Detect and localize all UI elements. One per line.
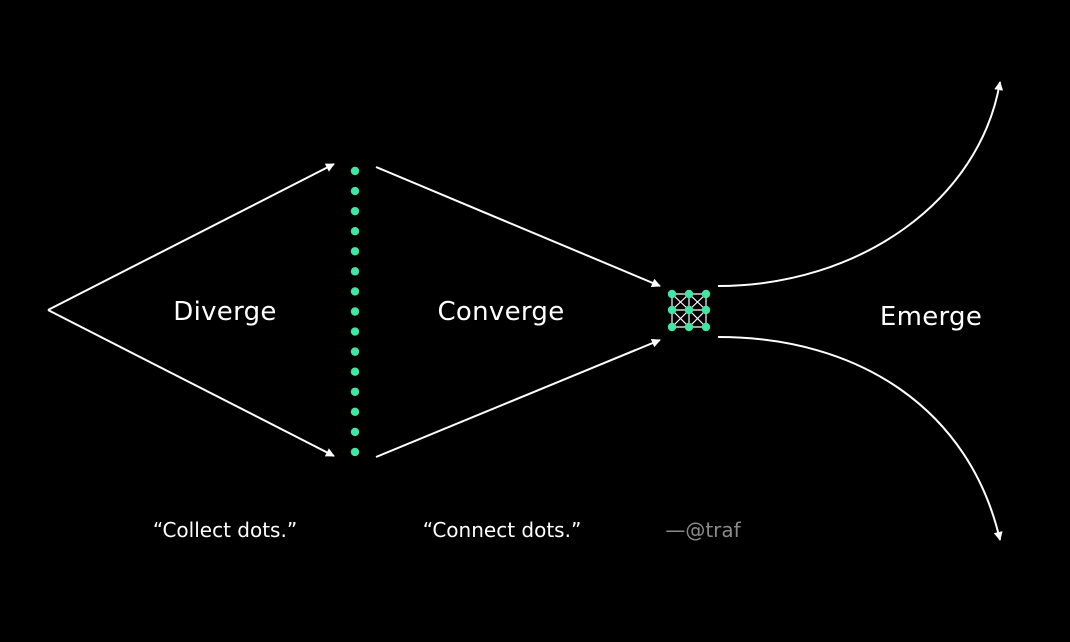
connected-dot [684, 305, 694, 315]
connected-dot [667, 305, 677, 315]
collected-dot [350, 367, 360, 376]
collected-dot [350, 227, 360, 236]
author-attribution: —@traf [665, 518, 741, 542]
connected-dot [701, 289, 711, 299]
connected-dot [684, 289, 694, 299]
connect-dots-quote: “Connect dots.” [422, 518, 582, 542]
collected-dot [350, 166, 360, 176]
collected-dot [350, 267, 360, 276]
collected-dot [350, 186, 360, 196]
collect-dots-quote: “Collect dots.” [152, 518, 298, 542]
diverge-arrows [47, 163, 335, 457]
collected-dots-column [350, 166, 360, 457]
diverge-arrow-down [47, 309, 335, 457]
collected-dot [350, 287, 360, 296]
connected-dot [667, 289, 677, 299]
emerge-arrows [717, 81, 1004, 541]
collected-dot [350, 347, 360, 356]
emerge-label: Emerge [879, 302, 983, 332]
connected-dot [667, 322, 677, 332]
collected-dot [350, 206, 360, 216]
connected-dot [701, 322, 711, 332]
converge-arrow-upper [375, 166, 661, 288]
diverge-arrow-up [47, 163, 335, 311]
collected-dot [350, 407, 360, 417]
diverge-label: Diverge [173, 297, 277, 327]
converge-arrow-lower [375, 338, 661, 458]
connected-dots-grid [667, 289, 711, 332]
connected-dot [684, 322, 694, 332]
collected-dot [350, 327, 360, 336]
emerge-arrow-up [717, 81, 1004, 287]
emerge-arrow-down [717, 336, 1003, 541]
collected-dot [350, 247, 360, 256]
collected-dot [350, 427, 360, 437]
collected-dot [350, 387, 360, 396]
connected-dot [701, 305, 711, 315]
converge-label: Converge [437, 297, 565, 327]
collected-dot [350, 447, 360, 457]
collected-dot [350, 307, 360, 316]
converge-arrows [375, 166, 661, 458]
